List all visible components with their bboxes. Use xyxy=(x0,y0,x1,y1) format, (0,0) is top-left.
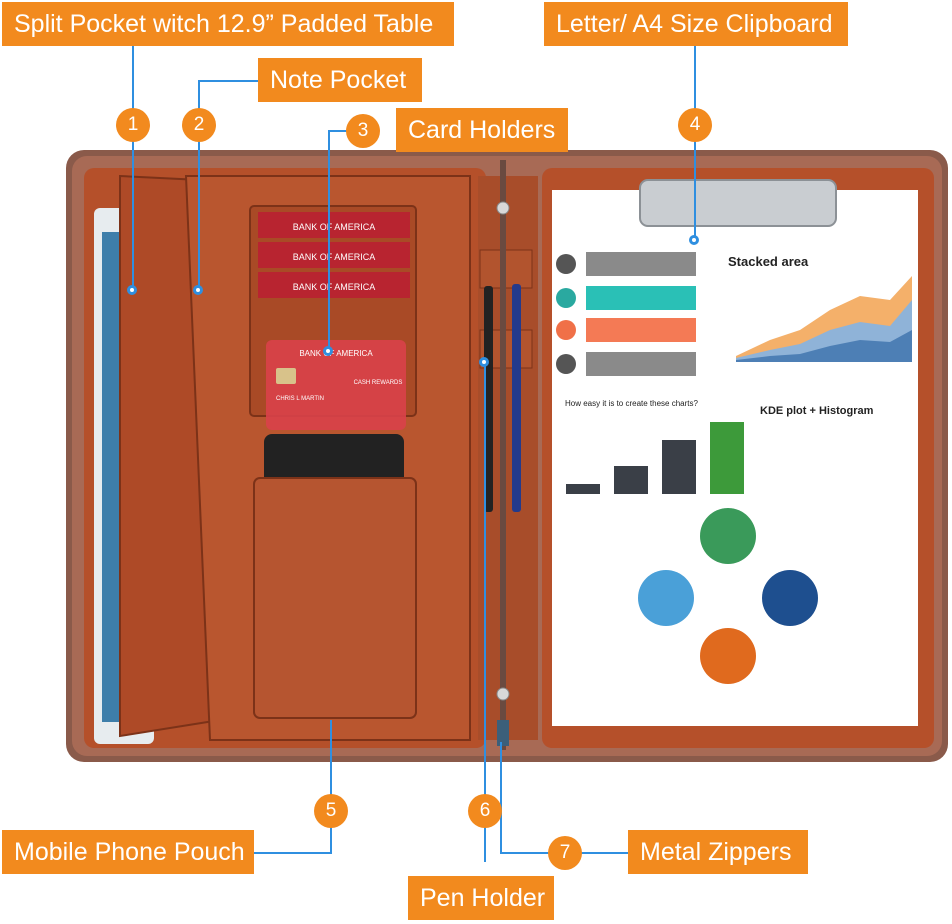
callout-label-note-pocket: Note Pocket xyxy=(258,58,422,102)
marker-dot-1 xyxy=(127,285,137,295)
callout-label-metal-zippers: Metal Zippers xyxy=(628,830,808,874)
svg-text:KDE plot + Histogram: KDE plot + Histogram xyxy=(760,405,874,417)
svg-text:BANK OF AMERICA: BANK OF AMERICA xyxy=(299,349,373,358)
leader-line-7 xyxy=(500,742,502,854)
leader-line-3 xyxy=(328,130,348,132)
leader-line-6 xyxy=(484,362,486,862)
leader-line-5b xyxy=(252,852,332,854)
marker-dot-3 xyxy=(323,346,333,356)
callout-label-split-pocket: Split Pocket witch 12.9” Padded Table xyxy=(2,2,454,46)
svg-text:How easy it is to create these: How easy it is to create these charts? xyxy=(565,399,699,408)
callout-number-3: 3 xyxy=(346,114,380,148)
callout-label-pen-holder: Pen Holder xyxy=(408,876,554,920)
svg-text:BANK OF AMERICA: BANK OF AMERICA xyxy=(293,222,376,232)
leader-line-2 xyxy=(198,80,258,82)
callout-number-1: 1 xyxy=(116,108,150,142)
leader-line-3b xyxy=(328,130,330,352)
svg-text:CHRIS L MARTIN: CHRIS L MARTIN xyxy=(276,396,324,402)
callout-number-4: 4 xyxy=(678,108,712,142)
marker-dot-2 xyxy=(193,285,203,295)
callout-label-phone-pouch: Mobile Phone Pouch xyxy=(2,830,254,874)
callout-number-6: 6 xyxy=(468,794,502,828)
svg-text:Stacked area: Stacked area xyxy=(728,254,809,269)
marker-dot-6 xyxy=(479,357,489,367)
callout-label-clipboard: Letter/ A4 Size Clipboard xyxy=(544,2,848,46)
svg-text:BANK OF AMERICA: BANK OF AMERICA xyxy=(293,282,376,292)
callout-label-card-holders: Card Holders xyxy=(396,108,568,152)
svg-text:CASH REWARDS: CASH REWARDS xyxy=(354,380,403,386)
leader-line-1b xyxy=(132,140,134,290)
callout-number-2: 2 xyxy=(182,108,216,142)
leader-line-5 xyxy=(330,720,332,852)
callout-number-5: 5 xyxy=(314,794,348,828)
marker-dot-4 xyxy=(689,235,699,245)
svg-text:BANK OF AMERICA: BANK OF AMERICA xyxy=(293,252,376,262)
callout-number-7: 7 xyxy=(548,836,582,870)
leader-line-2b xyxy=(198,80,200,290)
leader-line-4 xyxy=(694,44,696,240)
leader-line-1 xyxy=(132,42,134,126)
